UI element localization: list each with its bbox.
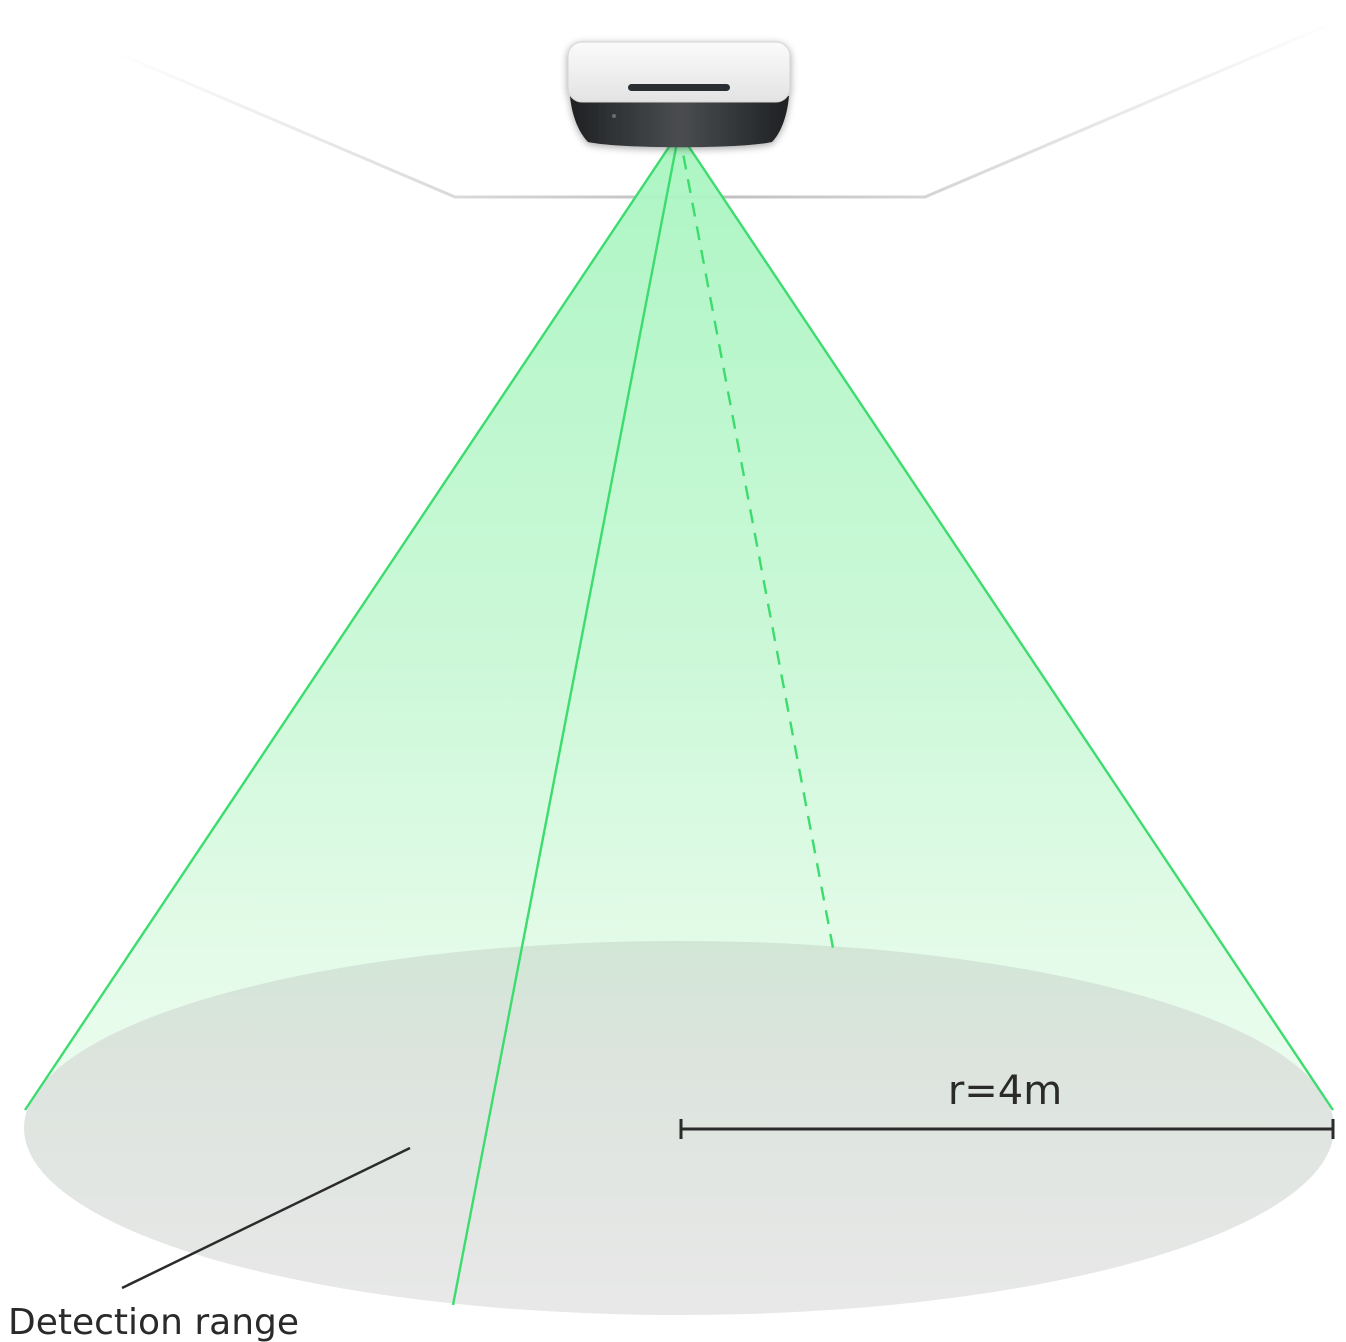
beam-edge-right	[678, 131, 1334, 1111]
ceiling-left-edge	[109, 48, 690, 199]
sensor-body	[567, 41, 791, 103]
beam-lines	[24, 131, 1334, 1306]
ceiling	[109, 18, 1341, 199]
callout-leader-line	[121, 1146, 411, 1290]
radius-measure: r=4m	[679, 1068, 1335, 1139]
beam-edge-front	[451, 131, 681, 1306]
sensor-slot	[628, 84, 730, 91]
ceiling-right-edge	[690, 18, 1341, 199]
ceiling-sensor-icon	[567, 41, 791, 148]
beam-edge-left	[24, 131, 680, 1111]
sensor-indicator	[612, 114, 616, 118]
beam-edge-back-dashed	[677, 131, 835, 949]
radius-label: r=4m	[948, 1068, 1062, 1114]
detection-area-floor	[24, 941, 1334, 1315]
detection-range-label: Detection range	[8, 1302, 299, 1342]
detection-callout: Detection range	[8, 1146, 411, 1342]
detection-beam	[25, 132, 1333, 1110]
sensor-base	[570, 96, 789, 148]
